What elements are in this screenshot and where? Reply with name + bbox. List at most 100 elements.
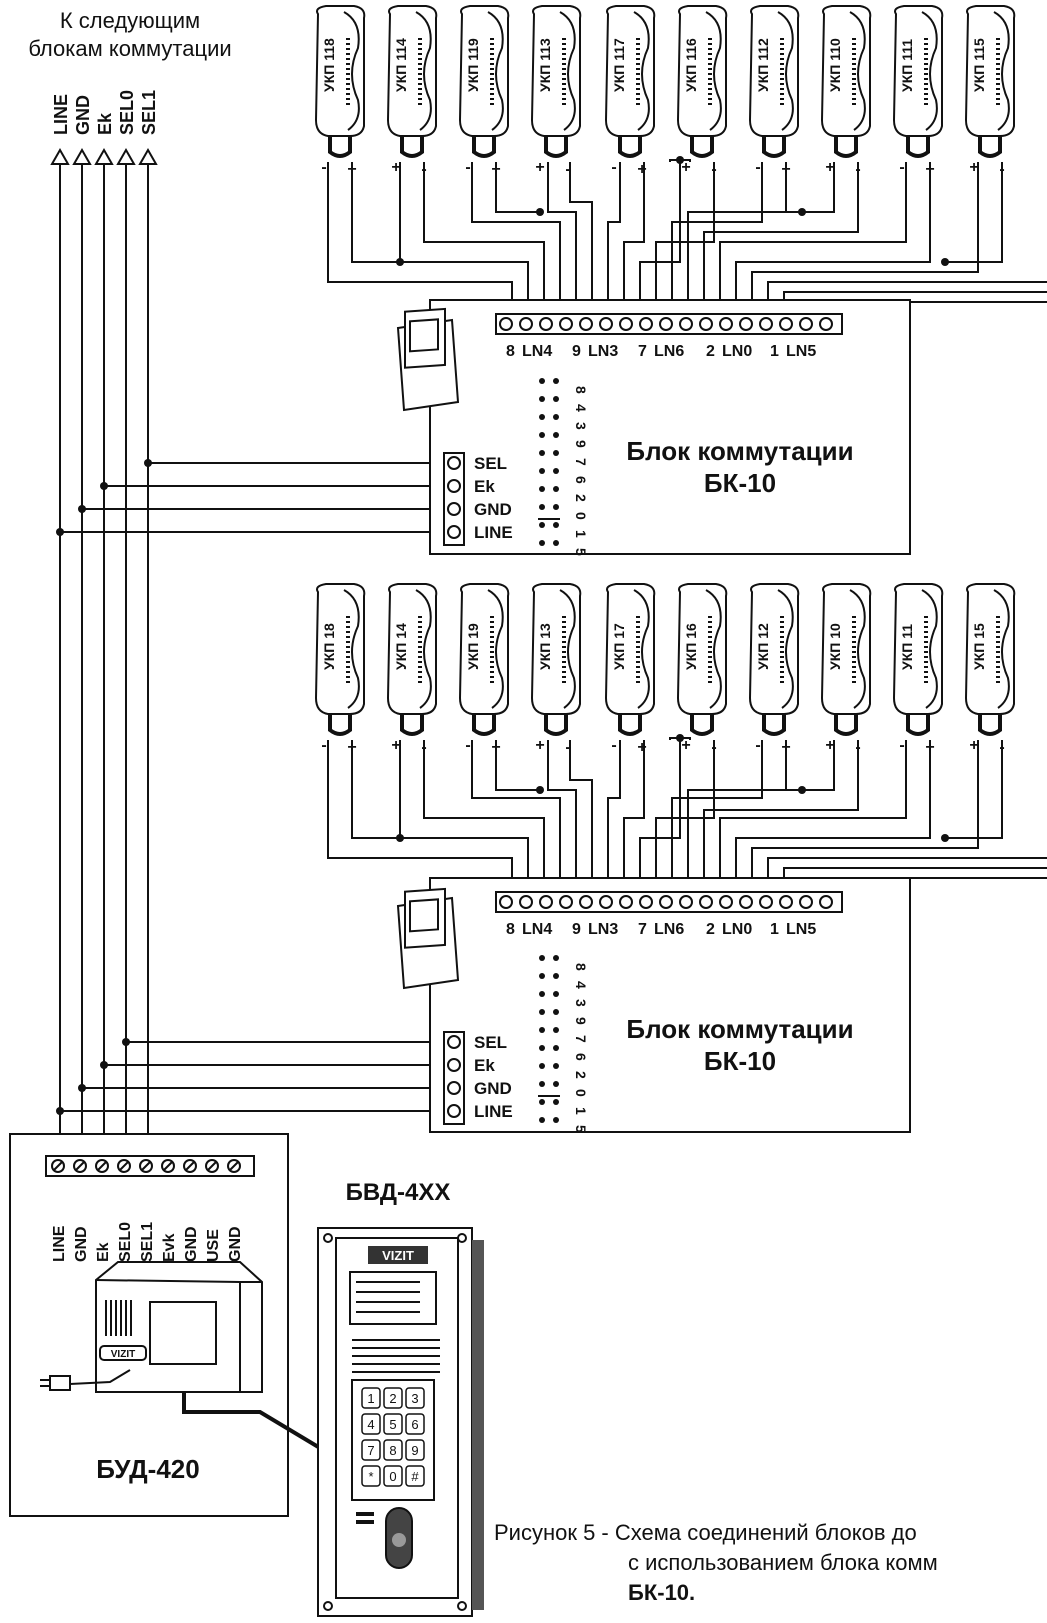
- polarity-sign: +: [969, 159, 978, 176]
- keypad-key[interactable]: 1: [361, 1387, 381, 1409]
- jumper-digit: 2: [573, 1071, 589, 1079]
- handset-label: УКП 16: [683, 623, 699, 670]
- terminal-label: LN3: [588, 921, 618, 938]
- polarity-sign: +: [347, 161, 356, 178]
- intercom-handset-icon: УКП 13+-: [530, 583, 582, 756]
- keypad-key-label: 1: [367, 1391, 374, 1406]
- output-arrows: [50, 147, 158, 165]
- polarity-sign: +: [391, 159, 400, 176]
- output-label-line: LINE: [51, 94, 71, 135]
- jumper-digit: 8: [573, 963, 589, 971]
- intercom-handset-icon: УКП 113+-: [530, 5, 582, 178]
- handset-label: УКП 10: [827, 623, 843, 670]
- jumper-digit: 3: [573, 422, 589, 430]
- keypad-key[interactable]: 9: [405, 1439, 425, 1461]
- bud-display-panel: [149, 1301, 217, 1365]
- terminal-screw-icon: [117, 1159, 131, 1173]
- jumper-digit: 9: [573, 1017, 589, 1025]
- bus-lines: [59, 164, 149, 1155]
- jumper-digit: 5: [573, 548, 589, 556]
- keypad-key[interactable]: 2: [383, 1387, 403, 1409]
- terminal-screw-icon: [73, 1159, 87, 1173]
- figure-caption-line3: БК-10.: [628, 1580, 695, 1605]
- polarity-sign: +: [391, 737, 400, 754]
- bud-420-device-icon: VIZIT: [40, 1261, 263, 1393]
- terminal-label: LN6: [654, 343, 684, 360]
- block1-bus-connections: [56, 459, 444, 536]
- jumper-digit: 4: [573, 404, 589, 412]
- terminal-label: LN4: [522, 921, 552, 938]
- polarity-sign: -: [611, 159, 616, 176]
- output-label-sel0: SEL0: [117, 90, 137, 135]
- keypad-key-label: 5: [389, 1417, 396, 1432]
- bk10-device-icon: [396, 307, 460, 412]
- terminal-label: LN3: [588, 343, 618, 360]
- polarity-sign: -: [321, 159, 326, 176]
- block2-body: [429, 877, 911, 1133]
- block1-terminal-strip: 8 LN4 9 LN3 7 LN6 2 LN0 1 LN5: [495, 313, 843, 360]
- polarity-sign: +: [781, 739, 790, 756]
- polarity-sign: +: [825, 737, 834, 754]
- keypad-key[interactable]: *: [361, 1465, 381, 1487]
- keypad-key-label: 0: [389, 1469, 396, 1484]
- bvd-side-shadow: [472, 1240, 484, 1610]
- polarity-sign: -: [565, 739, 570, 756]
- terminal-label: 9: [572, 921, 581, 938]
- bud-terminal-label: Ek: [95, 1242, 112, 1262]
- jumper-digit: 9: [573, 440, 589, 448]
- keypad-key[interactable]: #: [405, 1465, 425, 1487]
- bvd-speaker-grille: [352, 1339, 440, 1373]
- intercom-handset-icon: УКП 16 + -: [676, 583, 728, 756]
- bus-label-line: LINE: [474, 1102, 513, 1121]
- keypad-key[interactable]: 0: [383, 1465, 403, 1487]
- keypad-key-label: 9: [411, 1443, 418, 1458]
- intercom-handset-icon: УКП 115+-: [964, 5, 1016, 178]
- block2-model: БК-10: [704, 1046, 776, 1076]
- polarity-sign: -: [711, 739, 716, 756]
- terminal-screw-icon: [205, 1159, 219, 1173]
- keypad-key-label: 2: [389, 1391, 396, 1406]
- terminal-label: 1: [770, 343, 779, 360]
- keypad-key[interactable]: 5: [383, 1413, 403, 1435]
- polarity-sign: +: [347, 739, 356, 756]
- intercom-handset-icon: УКП 17-+: [604, 583, 656, 756]
- handset-label: УКП 119: [465, 38, 481, 92]
- bud-terminal-label: SEL0: [117, 1222, 134, 1262]
- block2-bus-connections: [56, 1038, 444, 1115]
- bud-terminal-label: USE: [205, 1229, 222, 1262]
- keypad-key[interactable]: 7: [361, 1439, 381, 1461]
- terminal-screw-icon: [139, 1159, 153, 1173]
- figure-caption-line2: с использованием блока комм: [628, 1550, 938, 1575]
- terminal-label: 1: [770, 921, 779, 938]
- block1-body: [429, 299, 911, 555]
- jumper-digit: 8: [573, 386, 589, 394]
- bk10-device-icon: [396, 887, 460, 990]
- handset-label: УКП 115: [971, 38, 987, 92]
- intercom-handset-icon: УКП 111-+: [892, 5, 944, 178]
- keypad-key[interactable]: 4: [361, 1413, 381, 1435]
- polarity-sign: -: [465, 159, 470, 176]
- keypad-key[interactable]: 6: [405, 1413, 425, 1435]
- block2-title: Блок коммутации: [626, 1014, 853, 1044]
- power-plug-icon: [49, 1375, 71, 1391]
- terminal-screw-icon: [51, 1159, 65, 1173]
- polarity-sign: +: [681, 737, 690, 754]
- terminal-label: LN4: [522, 343, 552, 360]
- polarity-sign: -: [855, 161, 860, 178]
- handset-label: УКП 14: [393, 623, 409, 670]
- keypad-key[interactable]: 3: [405, 1387, 425, 1409]
- caption-next-blocks-line2: блокам коммутации: [28, 36, 231, 61]
- bud-logo-plate: [99, 1345, 147, 1361]
- intercom-handset-icon: УКП 117-+: [604, 5, 656, 178]
- jumper-digit: 7: [573, 1035, 589, 1043]
- keypad-key[interactable]: 8: [383, 1439, 403, 1461]
- intercom-handset-icon: УКП 11-+: [892, 583, 944, 756]
- intercom-handset-icon: УКП 118-+: [314, 5, 366, 178]
- jumper-digit: 0: [573, 1089, 589, 1097]
- bud-terminal-strip: [45, 1155, 255, 1177]
- keypad-key-label: 6: [411, 1417, 418, 1432]
- keypad-key-label: 8: [389, 1443, 396, 1458]
- intercom-handset-icon: УКП 15+-: [964, 583, 1016, 756]
- terminal-label: LN6: [654, 921, 684, 938]
- caption-next-blocks-line1: К следующим: [60, 8, 200, 33]
